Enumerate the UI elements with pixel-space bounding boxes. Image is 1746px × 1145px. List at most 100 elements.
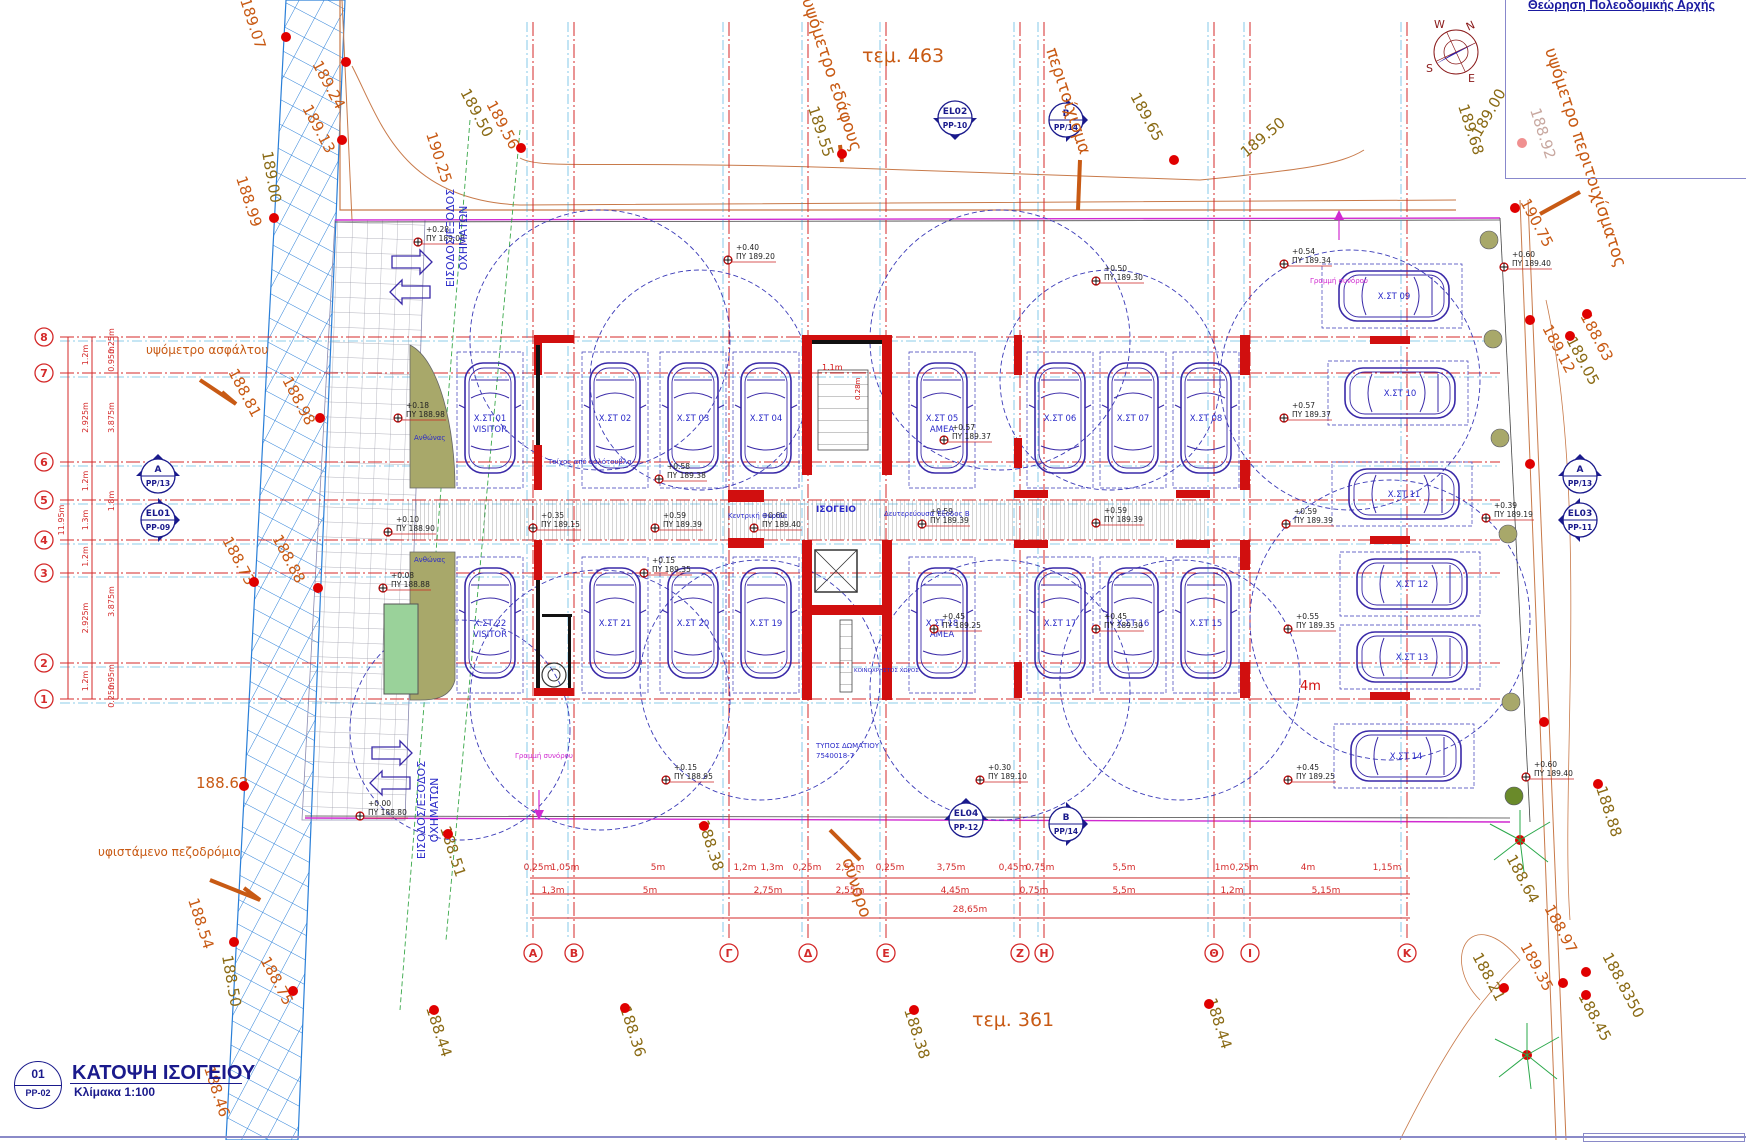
level-absolute: ΠΥ 189.39 xyxy=(930,516,969,525)
col-dim: 1m xyxy=(1215,863,1230,873)
level-relative: +0.57 xyxy=(952,423,975,432)
spot-height: 188.51 xyxy=(436,824,469,879)
svg-text:ΕΙΣΟΔΟΣ/ΕΞΟΔΟΣ: ΕΙΣΟΔΟΣ/ΕΞΟΔΟΣ xyxy=(415,761,428,859)
grid-col-Θ: Θ xyxy=(1204,22,1224,963)
section-marker-pp/14[interactable]: ΒPP/14 xyxy=(1048,98,1088,142)
walls xyxy=(536,340,882,688)
grid-row-4: 4 xyxy=(34,530,1500,550)
level-absolute: ΠΥ 188.88 xyxy=(391,580,430,589)
grid-col-label: Ι xyxy=(1248,947,1252,960)
level-relative: +0.60 xyxy=(762,511,785,520)
planter-upper xyxy=(409,344,456,489)
parking-space: Χ.ΣΤ 13 xyxy=(1339,624,1481,690)
level-absolute: ΠΥ 189.30 xyxy=(1104,273,1143,282)
parking-space-type: ΑΜΕΑ xyxy=(930,425,955,435)
parking-space: Χ.ΣΤ 03 xyxy=(659,351,727,489)
level-absolute: ΠΥ 189.15 xyxy=(541,520,580,529)
row-dim: 0.95m xyxy=(107,346,116,372)
section-marker-pp/13[interactable]: ΑPP/13 xyxy=(136,454,180,494)
drawing-title: ΚΑΤΟΨΗ ΙΣΟΓΕΙΟΥ xyxy=(72,1062,256,1084)
room-type: ΤΥΠΟΣ ΔΩΜΑΤΙΟΥ xyxy=(815,742,880,750)
garden-area xyxy=(383,603,419,695)
trees xyxy=(1479,230,1524,806)
level-relative: +0.15 xyxy=(674,763,697,772)
parking-space: Χ.ΣΤ 19 xyxy=(732,556,800,694)
plot-number: τεμ. 361 xyxy=(972,1009,1054,1031)
survey-points xyxy=(229,32,1603,1060)
spot-height: 188.97 xyxy=(1540,901,1581,956)
marker-bottom: PP/13 xyxy=(1568,479,1592,488)
view-number: 01 xyxy=(31,1067,45,1081)
level-relative: +0.45 xyxy=(1296,763,1319,772)
svg-text:ΟΧΗΜΑΤΩΝ: ΟΧΗΜΑΤΩΝ xyxy=(457,206,470,271)
marker-top: EL02 xyxy=(943,107,967,117)
parking-space: Χ.ΣΤ 06 xyxy=(1026,351,1094,489)
grid-row-label: 6 xyxy=(40,456,48,469)
level-absolute: ΠΥ 189.40 xyxy=(762,520,801,529)
level-absolute: ΠΥ 189.25 xyxy=(1296,772,1335,781)
level-absolute: ΠΥ 189.37 xyxy=(1292,410,1331,419)
svg-text:E: E xyxy=(1468,72,1475,85)
level-relative: +0.08 xyxy=(391,571,414,580)
col-dim: 0,75m xyxy=(1026,863,1055,873)
palm-trees xyxy=(1489,810,1560,1090)
parking-space: Χ.ΣΤ 08 xyxy=(1172,351,1240,489)
level-absolute: ΠΥ 189.37 xyxy=(952,432,991,441)
level-relative: +0.58 xyxy=(667,462,690,471)
parking-space-id: Χ.ΣΤ 22 xyxy=(474,619,507,629)
level-absolute: ΠΥ 189.40 xyxy=(1512,259,1551,268)
level-relative: +0.59 xyxy=(930,507,953,516)
parking-space-id: Χ.ΣΤ 12 xyxy=(1396,580,1429,590)
marker-top: Β xyxy=(1063,109,1070,119)
level-relative: +0.45 xyxy=(942,612,965,621)
level-absolute: ΠΥ 189.25 xyxy=(942,621,981,630)
col-dim: 5,15m xyxy=(1312,886,1341,896)
parking-space-id: Χ.ΣΤ 20 xyxy=(677,619,710,629)
marker-bottom: PP-09 xyxy=(146,523,170,532)
level-absolute: ΠΥ 189.39 xyxy=(663,520,702,529)
small-label: Κεντρική Θυρίδα xyxy=(728,512,788,520)
spot-height: 188.8350 xyxy=(1598,949,1647,1021)
spot-height: 189.65 xyxy=(1126,89,1167,144)
parking-space-id: Χ.ΣΤ 17 xyxy=(1044,619,1077,629)
spot-height: 188.21 xyxy=(1468,949,1509,1004)
level-relative: +0.60 xyxy=(1512,250,1535,259)
grid-row-label: 2 xyxy=(40,657,48,670)
small-label: Ανθώνας xyxy=(414,434,445,442)
marker-bottom: PP-10 xyxy=(943,121,967,130)
parking-space-id: Χ.ΣΤ 14 xyxy=(1390,752,1423,762)
section-marker-pp/13[interactable]: ΑPP/13 xyxy=(1558,454,1602,494)
level-relative: +0.59 xyxy=(663,511,686,520)
level-relative: +0.59 xyxy=(1294,507,1317,516)
view-bubble: 01 PP-02 xyxy=(14,1061,62,1109)
grid-col-Η: Η xyxy=(1034,22,1054,963)
parking-space: Χ.ΣΤ 20 xyxy=(659,556,727,694)
level-absolute: ΠΥ 189.35 xyxy=(652,565,691,574)
col-dim: 1,15m xyxy=(1373,863,1402,873)
col-dim: 5m xyxy=(643,886,658,896)
svg-text:ΕΙΣΟΔΟΣ/ΕΞΟΔΟΣ: ΕΙΣΟΔΟΣ/ΕΞΟΔΟΣ xyxy=(444,189,457,287)
stair-riser: 0.28m xyxy=(854,377,862,400)
col-dim: 0,25m xyxy=(524,863,553,873)
grid-row-1: 1 xyxy=(34,689,1500,709)
grid-col-Ζ: Ζ xyxy=(1010,22,1030,963)
level-relative: +0.30 xyxy=(988,763,1011,772)
parking-space: Χ.ΣΤ 12 xyxy=(1339,551,1481,617)
level-relative: +0.39 xyxy=(1494,501,1517,510)
small-label: Ανθώνας xyxy=(414,556,445,564)
spot-height: 188.36 xyxy=(616,1004,649,1059)
section-marker-pp/14[interactable]: ΒPP/14 xyxy=(1048,802,1088,846)
level-relative: +0.35 xyxy=(541,511,564,520)
level-absolute: ΠΥ 188.90 xyxy=(396,524,435,533)
row-dim: 1.2m xyxy=(81,671,90,692)
